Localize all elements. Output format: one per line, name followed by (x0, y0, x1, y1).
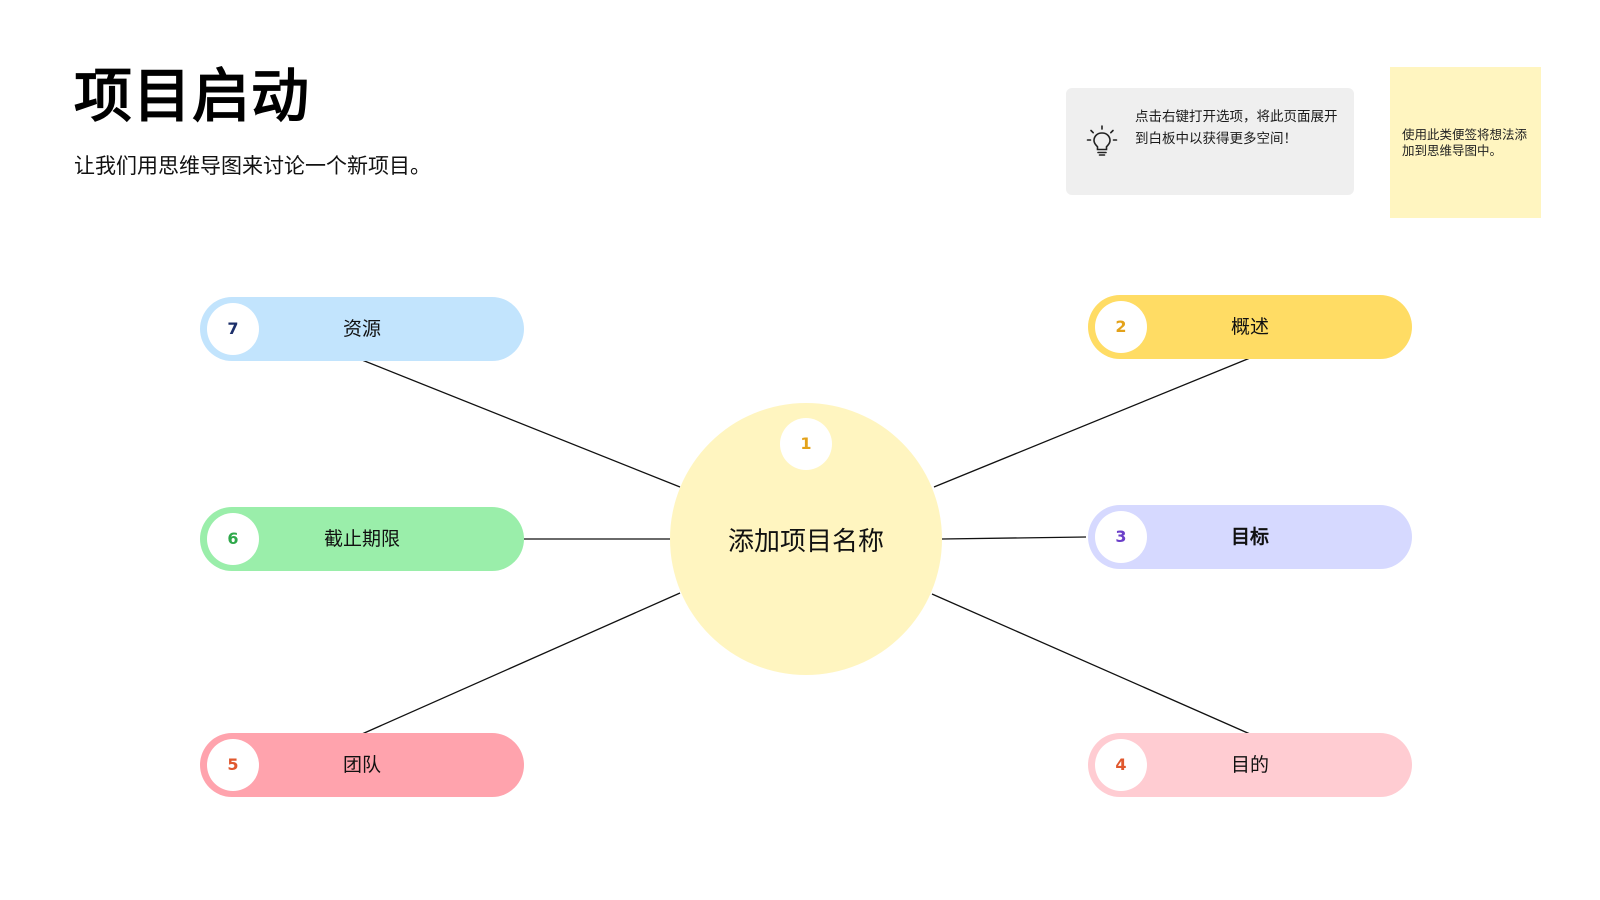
center-node-number: 1 (780, 418, 832, 470)
page-title: 项目启动 (74, 62, 311, 130)
lightbulb-icon (1086, 125, 1118, 156)
branch-node-number: 5 (207, 739, 259, 791)
branch-node-label: 目的 (1230, 754, 1269, 776)
connector-overview (933, 357, 1251, 488)
sticky-note[interactable]: 使用此类便签将想法添加到思维导图中。 (1390, 67, 1541, 218)
connector-goals (941, 536, 1087, 540)
branch-node-label: 资源 (342, 318, 381, 340)
tip-text: 点击右键打开选项，将此页面展开到白板中以获得更多空间！ (1135, 109, 1338, 147)
center-node[interactable]: 1 添加项目名称 (670, 403, 942, 675)
branch-node-number: 7 (207, 303, 259, 355)
branch-node-label: 团队 (342, 754, 381, 776)
connector-resources (361, 359, 681, 488)
branch-node-number: 3 (1095, 511, 1147, 563)
connector-purpose (931, 593, 1251, 735)
branch-node-deadline[interactable]: 截止期限 6 (200, 507, 524, 571)
branch-node-purpose[interactable]: 目的 4 (1088, 733, 1412, 797)
branch-node-team[interactable]: 团队 5 (200, 733, 524, 797)
branch-node-resources[interactable]: 资源 7 (200, 297, 524, 361)
branch-node-overview[interactable]: 概述 2 (1088, 295, 1412, 359)
branch-node-number: 6 (207, 513, 259, 565)
sticky-note-text: 使用此类便签将想法添加到思维导图中。 (1402, 127, 1528, 158)
branch-node-number: 2 (1095, 301, 1147, 353)
branch-node-goals[interactable]: 目标 3 (1088, 505, 1412, 569)
branch-node-label: 目标 (1230, 526, 1269, 548)
center-node-label: 添加项目名称 (727, 527, 884, 557)
tip-card[interactable]: 点击右键打开选项，将此页面展开到白板中以获得更多空间！ (1066, 88, 1354, 195)
branch-node-label: 概述 (1230, 316, 1269, 338)
branch-node-label: 截止期限 (323, 528, 400, 550)
branch-node-number: 4 (1095, 739, 1147, 791)
connector-team (361, 592, 681, 735)
page-subtitle: 让我们用思维导图来讨论一个新项目。 (74, 154, 431, 178)
